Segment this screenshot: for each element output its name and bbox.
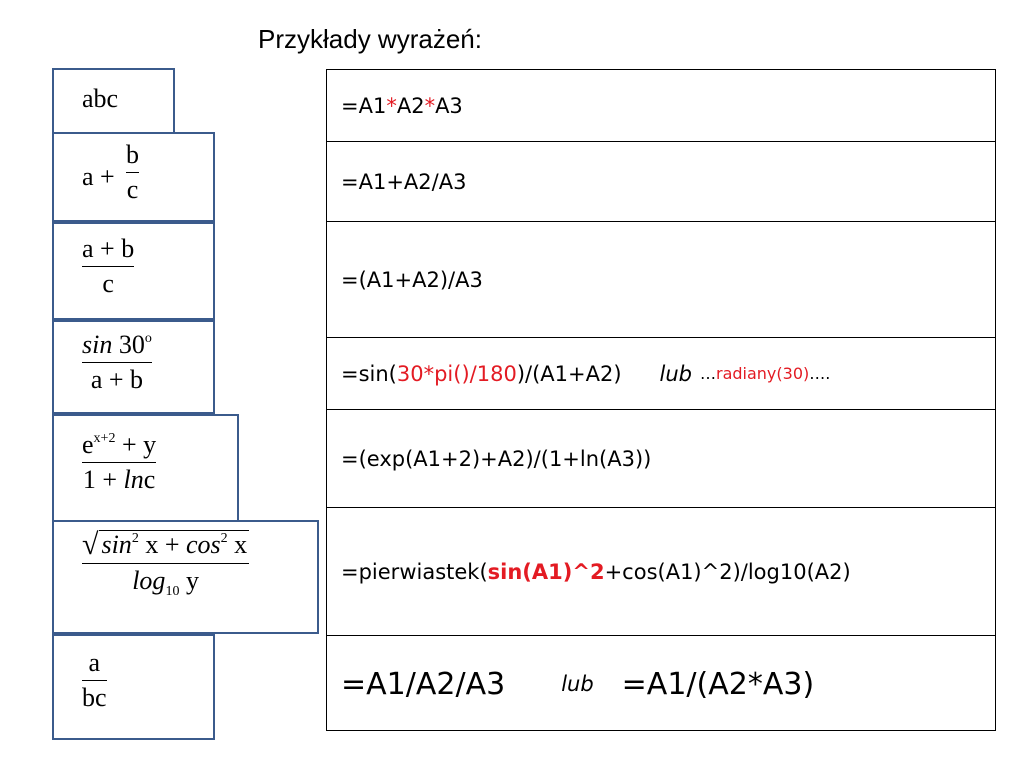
sqrt-symbol: √sin2 x + cos2 x bbox=[82, 528, 250, 561]
formula-box-sqrt: √sin2 x + cos2 x log10 y bbox=[52, 520, 319, 634]
formula-term-a: a + bbox=[82, 162, 115, 191]
formula-box-abc: abc bbox=[52, 68, 175, 134]
fraction-denominator: log10 y bbox=[132, 566, 199, 599]
fraction-numerator: √sin2 x + cos2 x bbox=[82, 528, 250, 561]
fraction-bar bbox=[82, 266, 135, 267]
formula-fraction: a + b c bbox=[82, 234, 135, 299]
fraction-denominator: c bbox=[126, 175, 139, 204]
expression-row: =A1+A2/A3 bbox=[327, 142, 995, 222]
formula-fraction: √sin2 x + cos2 x log10 y bbox=[82, 528, 250, 599]
fraction-bar bbox=[82, 362, 152, 363]
fraction-denominator: c bbox=[102, 269, 114, 298]
formula-box-a-over-bc: a bc bbox=[52, 634, 215, 740]
fraction-numerator: sin 30o bbox=[82, 330, 152, 359]
expression-row: =sin(30*pi()/180)/(A1+A2) lub …radiany(3… bbox=[327, 338, 995, 410]
fraction-denominator: 1 + lnc bbox=[82, 465, 156, 494]
expression-row: =(exp(A1+2)+A2)/(1+ln(A3)) bbox=[327, 410, 995, 508]
formula-box-a-plus-b-over-c: a + b c bbox=[52, 132, 215, 222]
fraction-bar bbox=[82, 680, 107, 681]
fraction-numerator: b bbox=[126, 140, 139, 169]
expression-row: =pierwiastek(sin(A1)^2+cos(A1)^2)/log10(… bbox=[327, 508, 995, 636]
fraction-denominator: a + b bbox=[90, 365, 144, 394]
expression-row: =(A1+A2)/A3 bbox=[327, 222, 995, 338]
fraction-numerator: a bbox=[88, 648, 101, 677]
fraction-bar bbox=[82, 563, 250, 564]
formula-fraction: b c bbox=[126, 140, 139, 205]
formula-fraction: sin 30o a + b bbox=[82, 330, 152, 395]
page-title: Przykłady wyrażeń: bbox=[258, 24, 482, 54]
expression-row: =A1*A2*A3 bbox=[327, 70, 995, 142]
fraction-numerator: ex+2 + y bbox=[82, 430, 157, 459]
formula-fraction: ex+2 + y 1 + lnc bbox=[82, 430, 157, 495]
formula-box-exp: ex+2 + y 1 + lnc bbox=[52, 414, 239, 522]
formula-abc: abc bbox=[82, 84, 119, 113]
fraction-numerator: a + b bbox=[82, 234, 135, 263]
fraction-bar bbox=[126, 172, 139, 173]
expressions-table: =A1*A2*A3 =A1+A2/A3 =(A1+A2)/A3 =sin(30*… bbox=[326, 69, 996, 731]
fraction-denominator: bc bbox=[82, 683, 107, 712]
formula-box-a-plus-b-over-c-2: a + b c bbox=[52, 222, 215, 320]
fraction-bar bbox=[82, 462, 157, 463]
expression-row: =A1/A2/A3 lub =A1/(A2*A3) bbox=[341, 666, 815, 702]
formula-box-sin30: sin 30o a + b bbox=[52, 320, 215, 414]
formula-fraction: a bc bbox=[82, 648, 107, 713]
